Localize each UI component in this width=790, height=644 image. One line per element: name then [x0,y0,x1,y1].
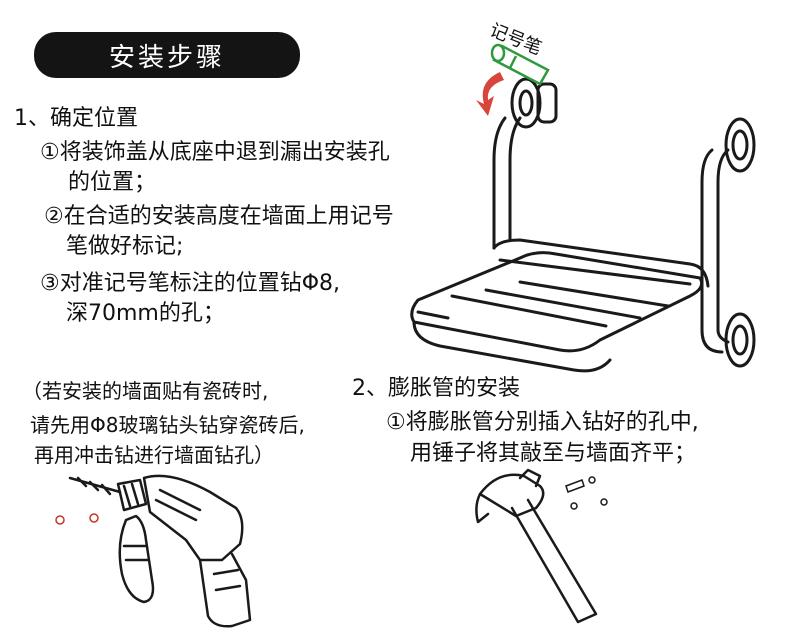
step2-item1-line1: ①将膨胀管分别插入钻好的孔中, [386,410,699,435]
step1-heading: 1、确定位置 [14,106,138,131]
expansion-tube-icon [565,479,585,493]
step1-item3-line2: 深70mm的孔； [66,301,225,326]
section-title: 安装步骤 [34,32,300,78]
step1-item2-line2: 笔做好标记; [66,234,184,259]
step2-item1-line2: 用锤子将其敲至与墙面齐平； [410,441,697,466]
note-line3: 再用冲击钻进行墙面钻孔） [34,443,274,467]
step1-item1-line1: ①将装饰盖从底座中退到漏出安装孔 [40,140,390,165]
step1-item3-line1: ③对准记号笔标注的位置钻Φ8, [40,271,341,296]
section-title-text: 安装步骤 [108,42,225,73]
wall-hole-icon [89,513,99,523]
wall-hole-icon [55,515,65,525]
note-line2: 请先用Φ8玻璃钻头钻穿瓷砖后, [30,413,305,437]
step2-heading: 2、膨胀管的安装 [352,376,520,401]
step1-item2-line1: ②在合适的安装高度在墙面上用记号 [44,204,394,229]
step1-item1-line2: 的位置； [68,170,157,195]
note-line1: （若安装的墙面贴有瓷砖时, [22,379,269,403]
rotate-arrow-icon [476,72,504,116]
marker-pen [490,43,550,86]
